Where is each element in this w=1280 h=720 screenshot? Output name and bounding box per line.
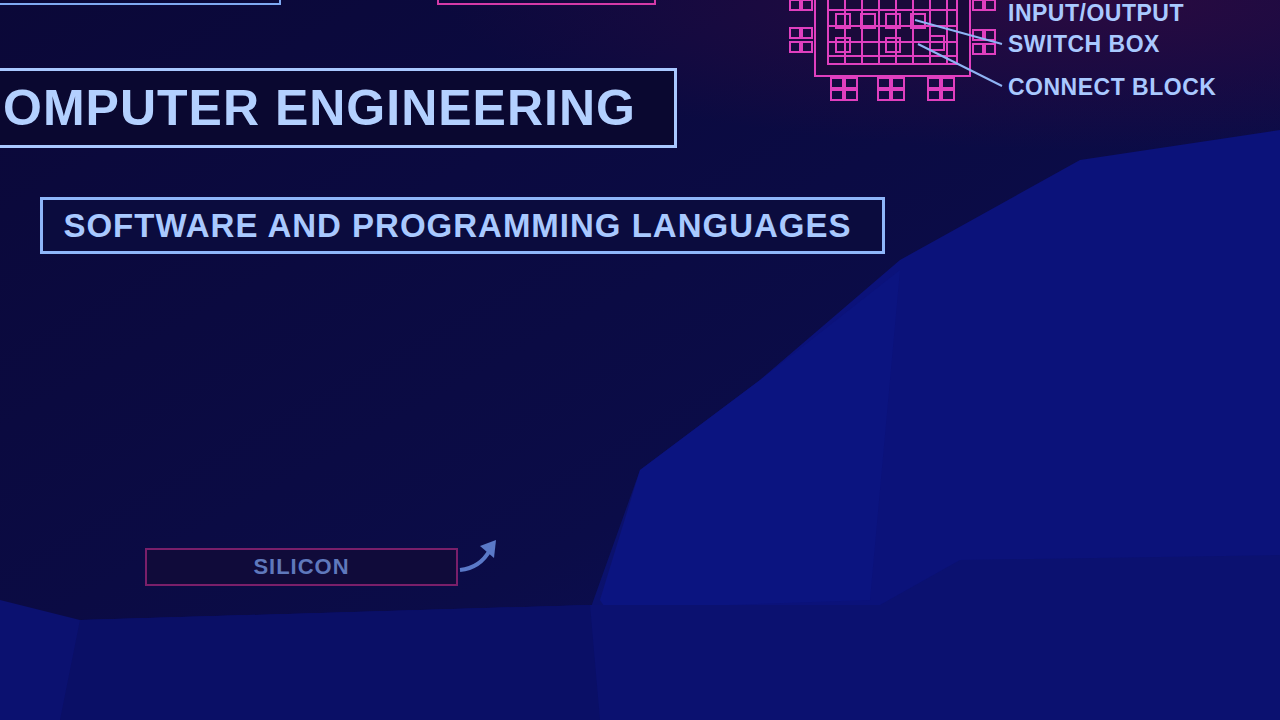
section-heading-box: OMPUTER ENGINEERING	[0, 68, 677, 148]
part-label: CONNECT BLOCK	[1008, 74, 1216, 101]
box-text: OMPUTER ENGINEERING	[3, 79, 636, 137]
box-text: SOFTWARE AND PROGRAMMING LANGUAGES	[63, 207, 851, 245]
fpga-chip	[790, 0, 995, 100]
curved-arrow	[460, 550, 490, 570]
box-text: SILICON	[253, 554, 349, 580]
dim-topic-box: SILICON	[145, 548, 458, 586]
topic-box: SOFTWARE AND PROGRAMMING LANGUAGES	[40, 197, 885, 254]
part-label: INPUT/OUTPUT	[1008, 0, 1184, 27]
arrow-head	[480, 540, 496, 558]
leader-lines	[915, 20, 1002, 86]
part-label: SWITCH BOX	[1008, 31, 1160, 58]
